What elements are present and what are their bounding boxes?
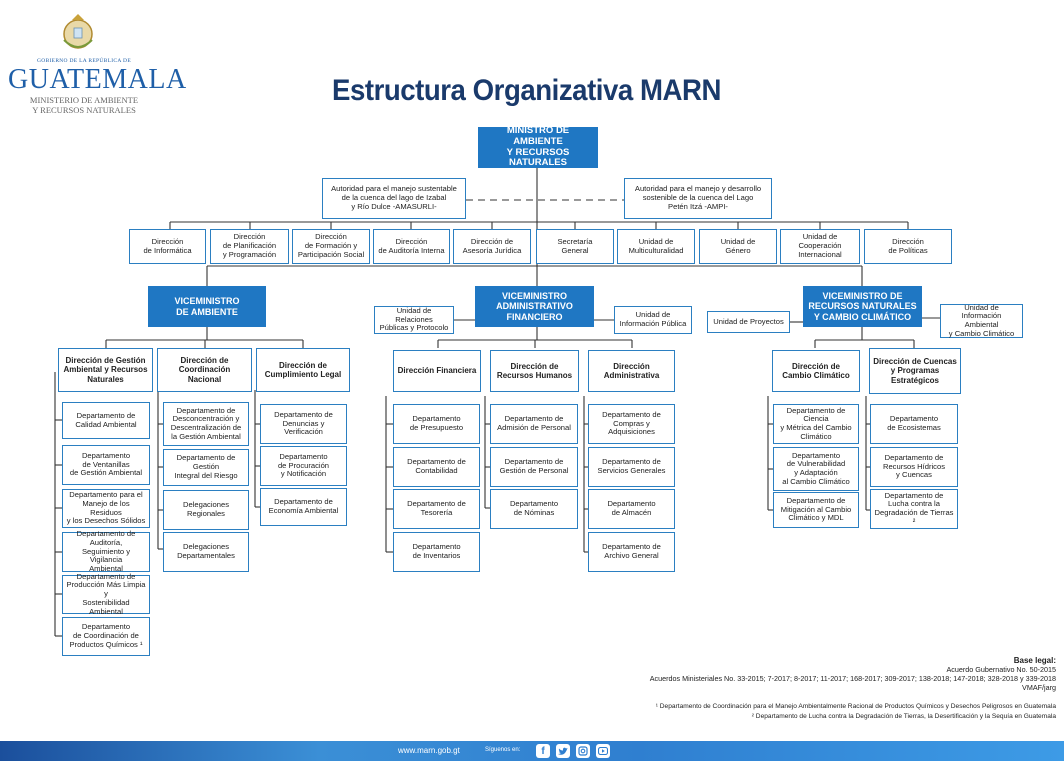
coat-of-arms-icon (63, 14, 93, 49)
facebook-icon[interactable]: f (536, 744, 550, 758)
legal-heading: Base legal: (1013, 656, 1056, 665)
youtube-icon[interactable] (596, 744, 610, 758)
direction-financiera: Dirección Financiera (393, 350, 481, 392)
direction-cumplimiento-legal: Dirección de Cumplimiento Legal (256, 348, 350, 392)
dept-ecosistemas: Departamento de Ecosistemas (870, 404, 958, 444)
staff-unit-genero: Unidad de Género (699, 229, 777, 264)
dept-produccion-limpia: Departamento de Producción Más Limpia y … (62, 572, 150, 615)
dept-admision-personal: Departamento de Admisión de Personal (490, 404, 578, 444)
logo-country-text: GUATEMALA (8, 64, 187, 95)
footer-url-link[interactable]: www.marn.gob.gt (398, 746, 460, 755)
instagram-icon[interactable] (576, 744, 590, 758)
legal-line2: Acuerdos Ministeriales No. 33-2015; 7-20… (649, 674, 1056, 683)
staff-unit-secretaria: Secretaría General (536, 229, 614, 264)
staff-unit-formacion: Dirección de Formación y Participación S… (292, 229, 370, 264)
dept-presupuesto: Departamento de Presupuesto (393, 404, 480, 444)
dept-calidad-ambiental: Departamento de Calidad Ambiental (62, 402, 150, 439)
twitter-icon[interactable] (556, 744, 570, 758)
footer-bar: www.marn.gob.gt Síguenos en: f (0, 741, 1064, 761)
dept-residuos: Departamento para el Manejo de los Resid… (62, 489, 150, 528)
dept-vulnerabilidad: Departamento de Vulnerabilidad y Adaptac… (773, 447, 859, 491)
logo-ministry-text: MINISTERIO DE AMBIENTE Y RECURSOS NATURA… (29, 95, 139, 115)
dept-productos-quimicos: Departamento de Coordinación de Producto… (62, 617, 150, 656)
staff-unit-multiculturalidad: Unidad de Multiculturalidad (617, 229, 695, 264)
dept-recursos-hidricos: Departamento de Recursos Hídricos y Cuen… (870, 447, 958, 487)
legal-line3: VMAF/jarg (1022, 683, 1056, 692)
dept-tesoreria: Departamento de Tesorería (393, 489, 480, 529)
vice-rn-box: VICEMINISTRO DE RECURSOS NATURALES Y CAM… (803, 286, 922, 327)
dept-compras: Departamento de Compras y Adquisiciones (588, 404, 675, 444)
direction-cuencas: Dirección de Cuencas y Programas Estraté… (869, 348, 961, 394)
dept-inventarios: Departamento de Inventarios (393, 532, 480, 572)
dept-denuncias: Departamento de Denuncias y Verificación (260, 404, 347, 444)
unit-informacion-ambiental: Unidad de Información Ambiental y Cambio… (940, 303, 1023, 338)
dept-desconcentracion: Departamento de Desconcentración y Desce… (163, 402, 249, 446)
legal-note1: ¹ Departamento de Coordinación para el M… (655, 703, 1056, 710)
direction-cambio-climatico: Dirección de Cambio Climático (772, 350, 860, 392)
dept-auditoria-seguimiento: Departamento de Auditoría, Seguimiento y… (62, 529, 150, 573)
dept-degradacion-tierras: Departamento de Lucha contra la Degradac… (870, 489, 958, 529)
dept-delegaciones-departamentales: Delegaciones Departamentales (163, 532, 249, 572)
staff-unit-auditoria: Dirección de Auditoría Interna (373, 229, 450, 264)
dept-delegaciones-regionales: Delegaciones Regionales (163, 490, 249, 530)
authority-amasurli-box: Autoridad para el manejo sustentable de … (322, 178, 466, 219)
staff-unit-politicas: Dirección de Políticas (864, 229, 952, 264)
unit-proyectos: Unidad de Proyectos (707, 311, 790, 333)
dept-gestion-riesgo: Departamento de Gestión Integral del Rie… (163, 449, 249, 486)
dept-mitigacion: Departamento de Mitigación al Cambio Cli… (773, 492, 859, 528)
dept-ventanillas: Departamento de Ventanillas de Gestión A… (62, 445, 150, 485)
staff-unit-planificacion: Dirección de Planificación y Programació… (210, 229, 289, 264)
dept-nominas: Departamento de Nóminas (490, 489, 578, 529)
legal-note2: ² Departamento de Lucha contra la Degrad… (751, 713, 1056, 720)
direction-gestion-ambiental: Dirección de Gestión Ambiental y Recurso… (58, 348, 153, 392)
dept-archivo-general: Departamento de Archivo General (588, 532, 675, 572)
dept-economia-ambiental: Departamento de Economía Ambiental (260, 488, 347, 526)
minister-box: MINISTRO DE AMBIENTE Y RECURSOS NATURALE… (478, 125, 598, 168)
dept-ciencia-metrica: Departamento de Ciencia y Métrica del Ca… (773, 404, 859, 444)
footer-follow-label: Síguenos en: (485, 747, 521, 753)
direction-coordinacion-nacional: Dirección de Coordinación Nacional (157, 348, 252, 392)
dept-servicios-generales: Departamento de Servicios Generales (588, 447, 675, 487)
dept-almacen: Departamento de Almacén (588, 489, 675, 529)
legal-line1: Acuerdo Gubernativo No. 50-2015 (946, 665, 1056, 674)
direction-administrativa: Dirección Administrativa (588, 350, 675, 392)
vice-ambiente-box: VICEMINISTRO DE AMBIENTE (148, 286, 266, 327)
dept-contabilidad: Departamento de Contabilidad (393, 447, 480, 487)
direction-recursos-humanos: Dirección de Recursos Humanos (490, 350, 579, 392)
staff-unit-informatica: Dirección de Informática (129, 229, 206, 264)
unit-informacion-publica: Unidad de Información Pública (614, 306, 692, 334)
page-title: Estructura Organizativa MARN (332, 74, 721, 107)
logo-government-text: GOBIERNO DE LA REPÚBLICA DE (37, 58, 131, 64)
staff-unit-cooperacion: Unidad de Cooperación Internacional (780, 229, 860, 264)
staff-unit-asesoria: Dirección de Asesoría Jurídica (453, 229, 531, 264)
dept-gestion-personal: Departamento de Gestión de Personal (490, 447, 578, 487)
dept-procuracion: Departamento de Procuración y Notificaci… (260, 446, 347, 486)
unit-relaciones-publicas: Unidad de Relaciones Públicas y Protocol… (374, 306, 454, 334)
vice-admin-box: VICEMINISTRO ADMINISTRATIVO FINANCIERO (475, 286, 594, 327)
authority-ampi-box: Autoridad para el manejo y desarrollo so… (624, 178, 772, 219)
